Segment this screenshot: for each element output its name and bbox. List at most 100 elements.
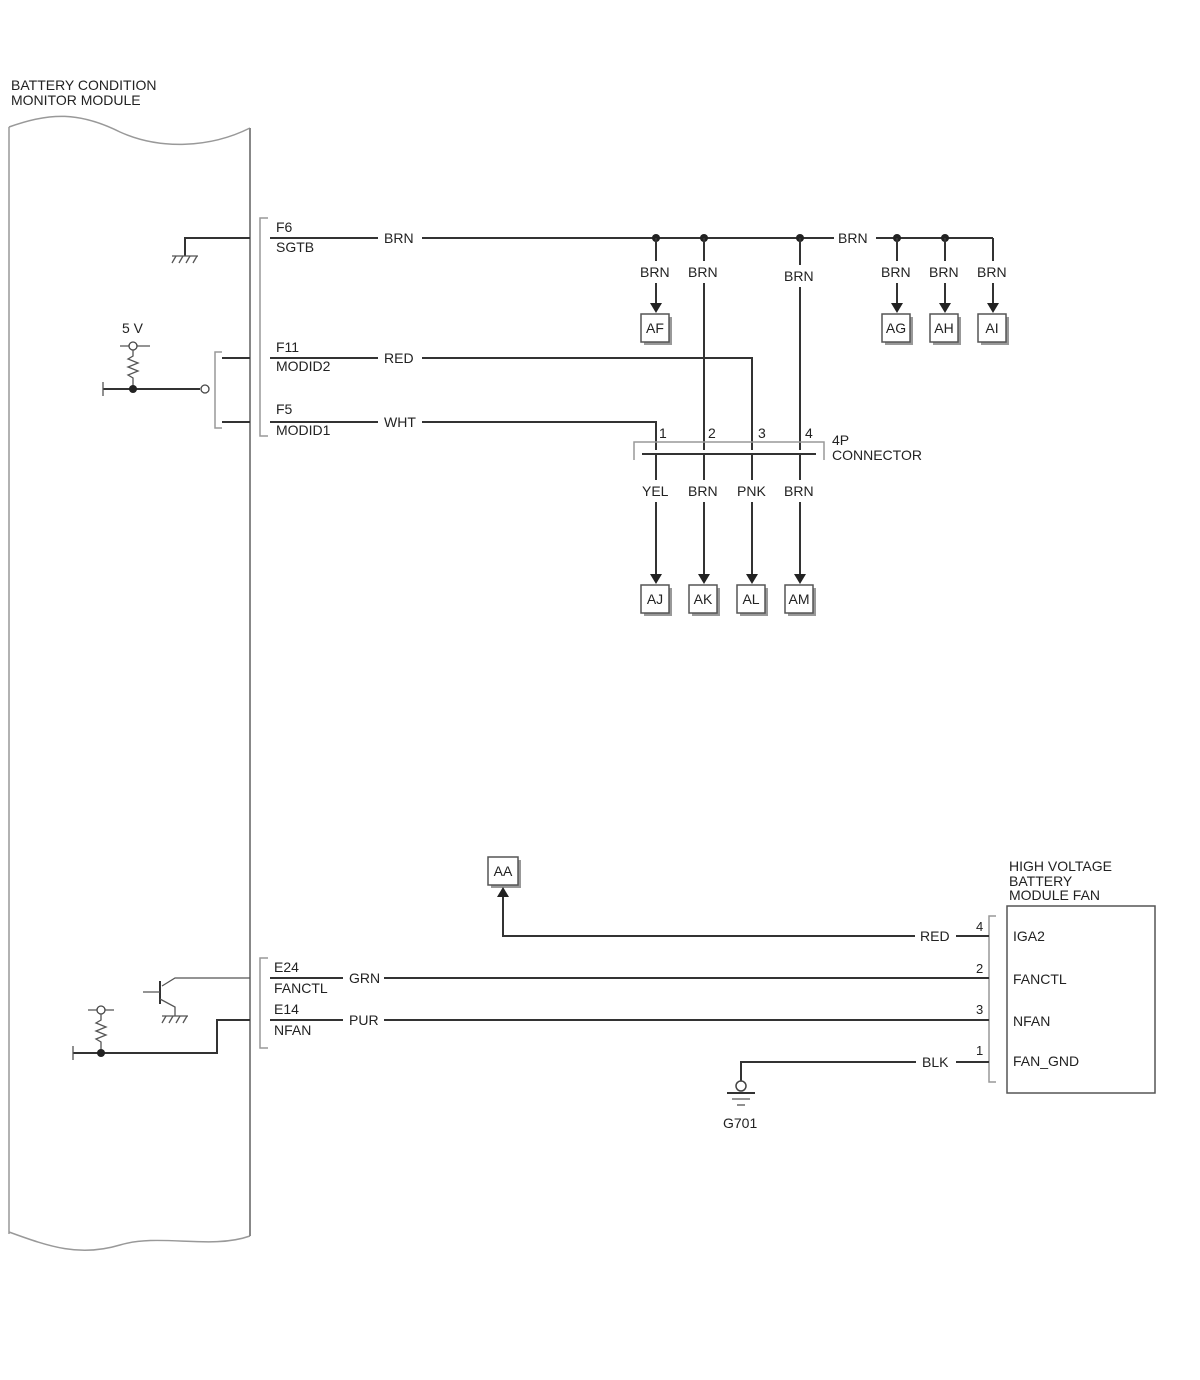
fan-pin-fan-gnd: FAN_GND	[1013, 1053, 1079, 1069]
arrow-up-icon	[497, 887, 509, 897]
drop-af-wire-color: BRN	[640, 264, 670, 280]
fan-gnd-wire	[740, 1061, 916, 1081]
supply-terminal-icon	[96, 1005, 106, 1015]
connector-f-upper-bracket	[259, 217, 268, 437]
pin-f6-signal: SGTB	[276, 239, 314, 255]
module-title-line2: MONITOR MODULE	[11, 92, 141, 108]
fan-title-line1: HIGH VOLTAGE	[1009, 858, 1112, 874]
fan-title-line2: BATTERY	[1009, 873, 1073, 889]
arrow-down-icon	[698, 574, 710, 584]
connector-pin-1: 1	[659, 425, 667, 441]
ref-al: AL	[742, 591, 759, 607]
arrow-down-icon	[746, 574, 758, 584]
ref-ah: AH	[934, 320, 953, 336]
modid1-circuit: F5 MODID1 WHT	[270, 401, 657, 450]
output-al-wire-color: PNK	[737, 483, 766, 499]
ref-box-aj	[640, 584, 670, 614]
modid2-circuit: F11 MODID2 RED	[270, 339, 753, 450]
fan-pin-nfan: NFAN	[1013, 1013, 1050, 1029]
arrow-down-icon	[794, 574, 806, 584]
pin-f5-label: F5	[276, 401, 293, 417]
fanctl-wire-color: GRN	[349, 970, 380, 986]
ref-box-am	[784, 584, 814, 614]
nfan-circuit: E14 NFAN PUR	[72, 1001, 989, 1060]
connector-e-bracket	[259, 957, 268, 1049]
ref-box-af	[640, 313, 670, 343]
high-voltage-battery-module-fan: HIGH VOLTAGE BATTERY MODULE FAN IGA2 FAN…	[976, 858, 1156, 1094]
modid2-wire-color: RED	[384, 350, 414, 366]
arrow-down-icon	[650, 303, 662, 313]
arrow-down-icon	[891, 303, 903, 313]
fan-pin-num-4: 4	[976, 919, 983, 934]
fan-pin-num-1: 1	[976, 1043, 983, 1058]
output-am-wire-color: BRN	[784, 483, 814, 499]
internal-ground-symbol	[171, 255, 198, 264]
drop-ag-wire-color: BRN	[881, 264, 911, 280]
junction-dot	[97, 1049, 105, 1057]
nfan-wire-color: PUR	[349, 1012, 379, 1028]
supply-terminal-icon	[128, 341, 138, 351]
ref-aa: AA	[494, 863, 513, 879]
resistor-icon	[126, 350, 140, 389]
battery-condition-monitor-module: BATTERY CONDITION MONITOR MODULE	[8, 77, 268, 1252]
drop-ai-wire-color: BRN	[977, 264, 1007, 280]
ref-am: AM	[789, 591, 810, 607]
connector-4p-label-line1: 4P	[832, 432, 849, 448]
supply-5v-label: 5 V	[122, 320, 144, 336]
pin-f11-signal: MODID2	[276, 358, 331, 374]
fan-gnd-wire-color: BLK	[922, 1054, 949, 1070]
pin-e24-label: E24	[274, 959, 299, 975]
module-bottom-break	[8, 1231, 251, 1252]
modid-bracket	[214, 351, 222, 429]
ref-box-al	[736, 584, 766, 614]
iga2-wire-color: RED	[920, 928, 950, 944]
module-top-break	[8, 115, 251, 145]
pin-e14-signal: NFAN	[274, 1022, 311, 1038]
fan-pin-num-3: 3	[976, 1002, 983, 1017]
fanctl-circuit: E24 FANCTL GRN	[143, 959, 989, 1024]
ref-af: AF	[646, 320, 664, 336]
connector-pin-2: 2	[708, 425, 716, 441]
pin-f6-label: F6	[276, 219, 293, 235]
connector-pin-4: 4	[805, 425, 813, 441]
pin-f5-signal: MODID1	[276, 422, 331, 438]
ref-ai: AI	[985, 320, 998, 336]
ref-ak: AK	[694, 591, 713, 607]
sgtb-internal-ground-wire	[184, 237, 250, 256]
output-ak-wire-color: BRN	[688, 483, 718, 499]
ref-box-ag	[881, 313, 911, 343]
connector-4p-bracket	[633, 441, 825, 460]
ground-label: G701	[723, 1115, 757, 1131]
iga2-circuit: AA RED	[487, 856, 989, 944]
arrow-down-icon	[650, 574, 662, 584]
sgtb-circuit: F6 SGTB BRN BRN BRN AF BRN BRN BRN	[171, 219, 1009, 450]
iga2-wire	[502, 897, 915, 937]
modid1-wire-color: WHT	[384, 414, 416, 430]
drop-pin2-wire-color: BRN	[688, 264, 718, 280]
sgtb-bus-wire-color: BRN	[838, 230, 868, 246]
modid1-wire	[422, 421, 657, 450]
drop-pin4-wire-color: BRN	[784, 268, 814, 284]
arrow-down-icon	[939, 303, 951, 313]
connector-4p: 1 2 3 4 4P CONNECTOR YEL AJ BRN AK PNK A…	[633, 425, 922, 616]
drop-ah-wire-color: BRN	[929, 264, 959, 280]
ref-box-ah	[929, 313, 959, 343]
arrow-down-icon	[987, 303, 999, 313]
ref-ag: AG	[886, 320, 906, 336]
connector-pin-3: 3	[758, 425, 766, 441]
pin-f11-label: F11	[276, 339, 299, 355]
fan-pin-num-2: 2	[976, 961, 983, 976]
switch-contact-icon	[200, 384, 210, 394]
output-aj-wire-color: YEL	[642, 483, 669, 499]
ground-g701-icon	[727, 1080, 755, 1106]
ref-box-ai	[977, 313, 1007, 343]
pin-e24-signal: FANCTL	[274, 980, 328, 996]
modid2-wire	[422, 357, 753, 450]
transistor-icon	[143, 977, 250, 1024]
module-title-line1: BATTERY CONDITION	[11, 77, 156, 93]
fan-connector-bracket	[988, 915, 996, 1083]
fan-pin-fanctl: FANCTL	[1013, 971, 1067, 987]
ref-box-aa	[487, 856, 519, 886]
connector-4p-label-line2: CONNECTOR	[832, 447, 922, 463]
